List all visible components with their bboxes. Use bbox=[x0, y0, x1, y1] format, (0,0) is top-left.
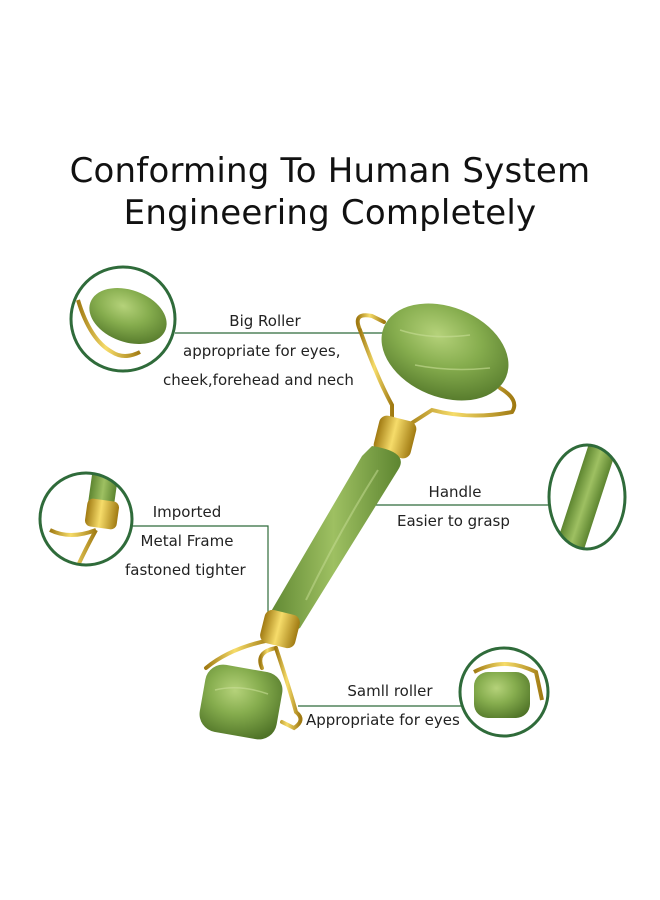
metal-frame-line-1: Imported bbox=[152, 503, 222, 521]
leader-lines bbox=[128, 332, 548, 707]
big-roller-line-1: appropriate for eyes, bbox=[183, 342, 341, 360]
handle-line-1: Easier to grasp bbox=[397, 512, 510, 530]
metal-frame bbox=[204, 313, 517, 731]
metal-frame-line-3: fastoned tighter bbox=[125, 561, 246, 579]
callout-small-roller bbox=[458, 646, 550, 738]
big-roller-title: Big Roller bbox=[229, 312, 301, 330]
callout-big-roller bbox=[69, 265, 177, 373]
callout-handle bbox=[547, 443, 627, 551]
top-ferrule bbox=[373, 415, 417, 459]
small-roller-stone bbox=[199, 664, 283, 740]
big-roller-line-2: cheek,forehead and nech bbox=[163, 371, 354, 389]
small-roller-line-1: Appropriate for eyes bbox=[306, 711, 460, 729]
big-roller-stone bbox=[381, 303, 509, 401]
headline-line-2: Engineering Completely bbox=[123, 193, 537, 233]
callout-metal-frame bbox=[38, 471, 134, 567]
small-roller-title: Samll roller bbox=[347, 682, 433, 700]
bottom-ferrule bbox=[260, 609, 300, 649]
metal-frame-line-2: Metal Frame bbox=[140, 532, 234, 550]
leader-metal-frame bbox=[128, 525, 269, 615]
headline: Conforming To Human System Engineering C… bbox=[0, 150, 660, 234]
handle-stone bbox=[266, 446, 401, 633]
handle-title: Handle bbox=[428, 483, 482, 501]
headline-line-1: Conforming To Human System bbox=[69, 151, 591, 191]
